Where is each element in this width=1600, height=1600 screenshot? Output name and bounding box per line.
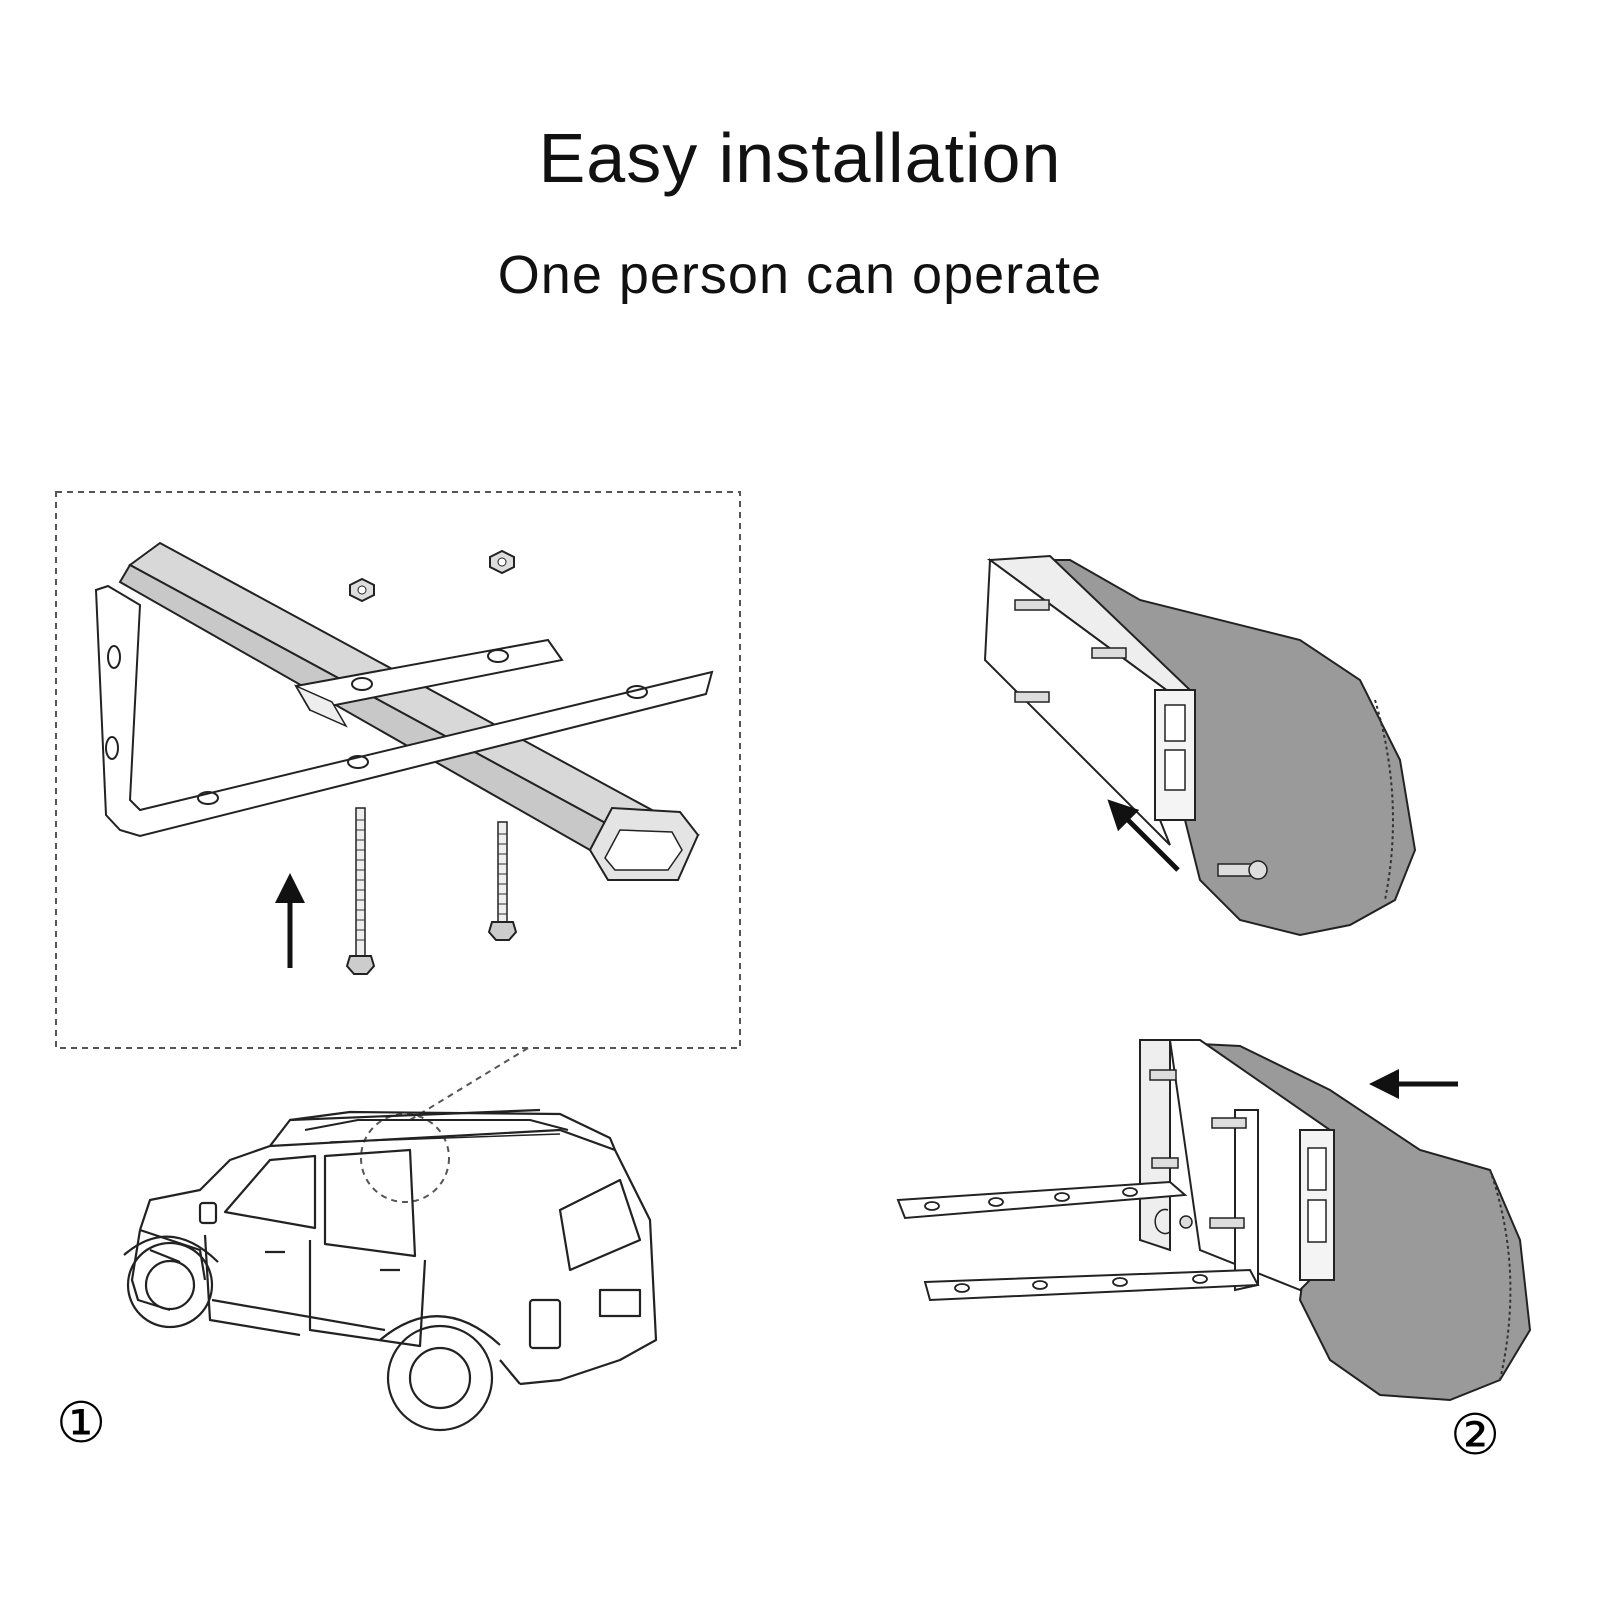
rail-screws [1014,599,1268,880]
awning-rail [118,541,700,881]
page-subtitle: One person can operate [497,245,1103,305]
bolt-right [487,821,518,941]
bolt-left [345,807,376,975]
page-title: Easy installation [538,119,1062,197]
detail-focus-circle [360,1113,450,1203]
bracket-detail-inset [55,491,741,1049]
nut-right [489,549,515,575]
nut-left [349,577,375,603]
suv-illustration [123,1108,658,1432]
step-1-label: ① [56,1391,107,1456]
slide-arrow-icon [1107,799,1180,872]
strap-plate [294,638,564,728]
detail-connector [409,1047,529,1121]
bracket-mount-figure [896,1039,1532,1402]
l-bracket [94,584,714,838]
rail-slide-figure [983,554,1417,937]
step-2-label: ② [1450,1403,1501,1468]
